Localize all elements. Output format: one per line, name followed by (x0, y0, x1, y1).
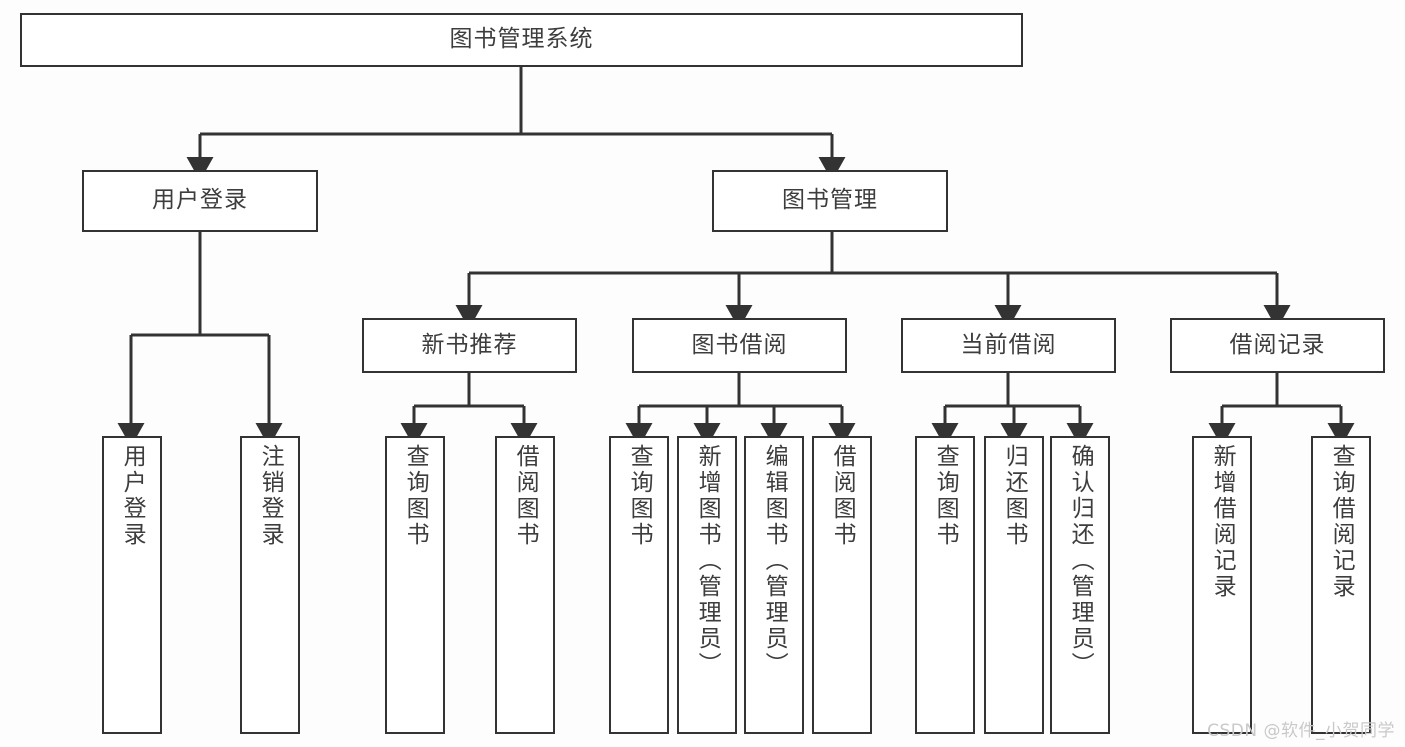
node-root-label: 图书管理系统 (449, 26, 594, 53)
watermark-text: CSDN @软件_小贺同学 (1207, 721, 1395, 741)
node-leaf-user-login-1[interactable]: 用户登录 (102, 436, 162, 734)
node-leaf-user-login-1-label: 用户登录 (119, 444, 146, 548)
node-leaf-user-login-2[interactable]: 注销登录 (240, 436, 300, 734)
node-user-login-label: 用户登录 (152, 187, 248, 214)
node-leaf-book-borrow-3[interactable]: 编辑图书（管理员） (744, 436, 804, 734)
node-leaf-new-book-1-label: 查询图书 (402, 444, 429, 548)
node-leaf-current-borrow-2[interactable]: 归还图书 (984, 436, 1044, 734)
node-new-book-recommend-label: 新书推荐 (421, 331, 518, 358)
node-new-book-recommend[interactable]: 新书推荐 (362, 318, 577, 373)
node-root[interactable]: 图书管理系统 (20, 13, 1023, 67)
node-leaf-current-borrow-1[interactable]: 查询图书 (915, 436, 975, 734)
node-leaf-new-book-2-label: 借阅图书 (512, 444, 539, 548)
node-leaf-borrow-record-2-label: 查询借阅记录 (1328, 444, 1355, 600)
node-leaf-current-borrow-1-label: 查询图书 (932, 444, 959, 548)
node-book-management-label: 图书管理 (782, 187, 878, 214)
node-leaf-new-book-1[interactable]: 查询图书 (385, 436, 445, 734)
node-leaf-current-borrow-3[interactable]: 确认归还（管理员） (1050, 436, 1110, 734)
node-leaf-book-borrow-1-label: 查询图书 (626, 444, 653, 548)
node-leaf-book-borrow-4-label: 借阅图书 (829, 444, 856, 548)
node-book-management[interactable]: 图书管理 (712, 170, 948, 232)
node-leaf-book-borrow-2[interactable]: 新增图书（管理员） (677, 436, 737, 734)
node-leaf-user-login-2-label: 注销登录 (257, 444, 284, 548)
node-borrow-record-label: 借阅记录 (1229, 331, 1326, 358)
node-current-borrow[interactable]: 当前借阅 (901, 318, 1116, 373)
node-leaf-book-borrow-3-label: 编辑图书（管理员） (761, 444, 788, 678)
node-leaf-current-borrow-2-label: 归还图书 (1001, 444, 1028, 548)
node-leaf-book-borrow-4[interactable]: 借阅图书 (812, 436, 872, 734)
node-current-borrow-label: 当前借阅 (960, 331, 1057, 358)
node-book-borrow[interactable]: 图书借阅 (632, 318, 847, 373)
node-user-login[interactable]: 用户登录 (82, 170, 318, 232)
node-leaf-borrow-record-1-label: 新增借阅记录 (1209, 444, 1236, 600)
node-leaf-borrow-record-1[interactable]: 新增借阅记录 (1192, 436, 1252, 734)
node-leaf-book-borrow-2-label: 新增图书（管理员） (694, 444, 721, 678)
node-leaf-borrow-record-2[interactable]: 查询借阅记录 (1311, 436, 1371, 734)
node-leaf-new-book-2[interactable]: 借阅图书 (495, 436, 555, 734)
node-borrow-record[interactable]: 借阅记录 (1170, 318, 1385, 373)
node-leaf-book-borrow-1[interactable]: 查询图书 (609, 436, 669, 734)
node-book-borrow-label: 图书借阅 (691, 331, 788, 358)
node-leaf-current-borrow-3-label: 确认归还（管理员） (1067, 444, 1094, 678)
